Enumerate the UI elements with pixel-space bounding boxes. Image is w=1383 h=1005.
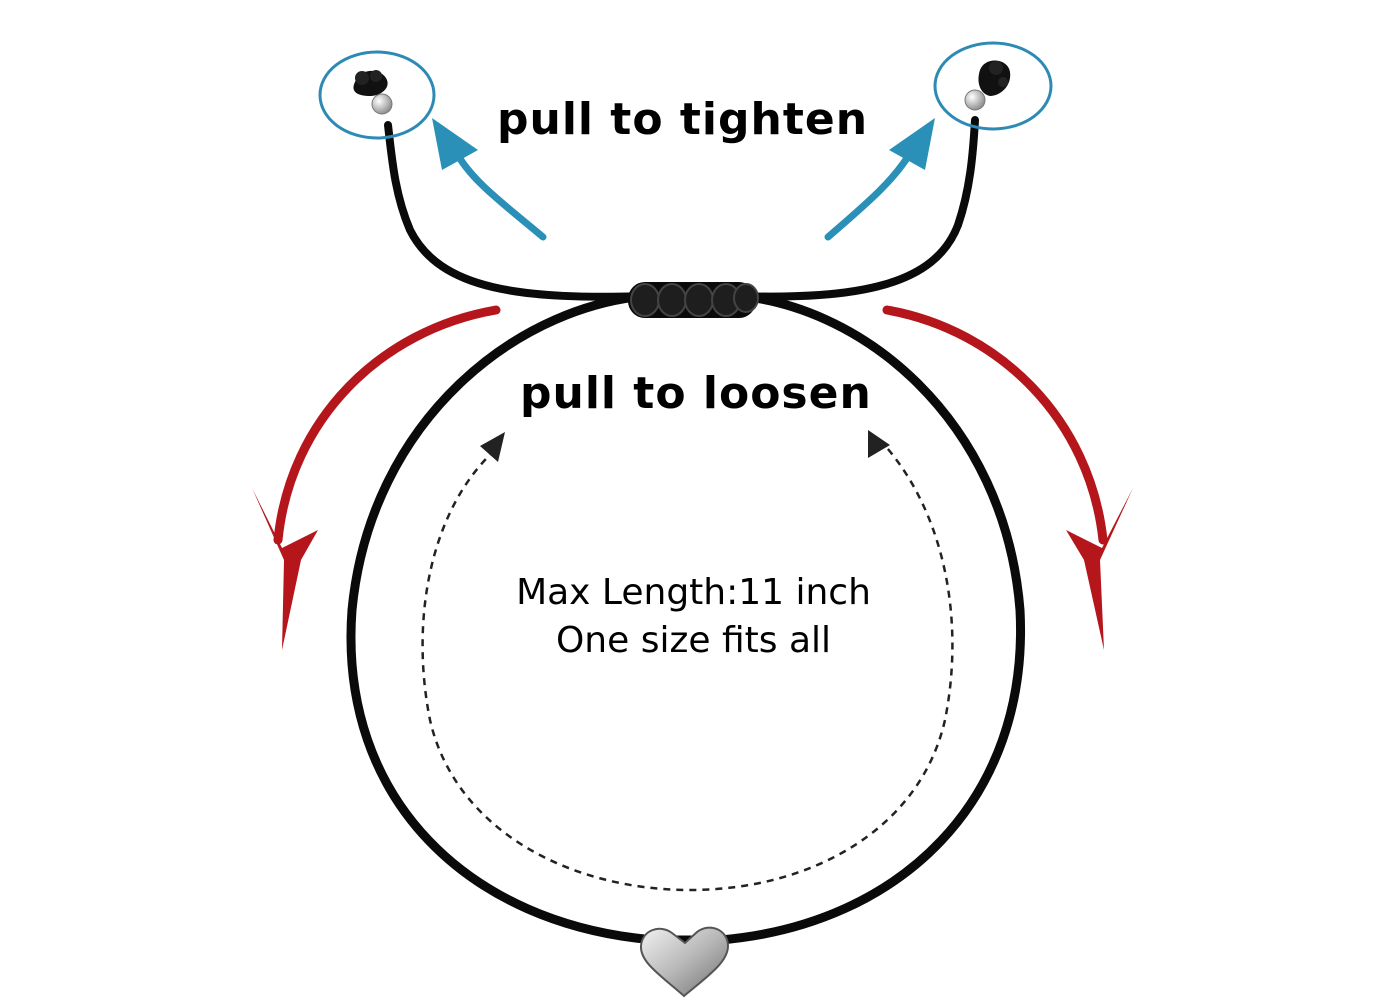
one-size-text: One size fits all (0, 620, 1383, 661)
left-cord-end (388, 125, 650, 297)
pull-to-tighten-label: pull to tighten (497, 94, 868, 145)
pull-to-loosen-label: pull to loosen (520, 368, 872, 419)
bead-knot-icon (965, 60, 1010, 110)
sliding-knot-icon (628, 282, 758, 318)
bead-knot-icon (353, 70, 392, 114)
max-length-text: Max Length:11 inch (0, 572, 1383, 613)
right-cord-end (735, 120, 975, 297)
